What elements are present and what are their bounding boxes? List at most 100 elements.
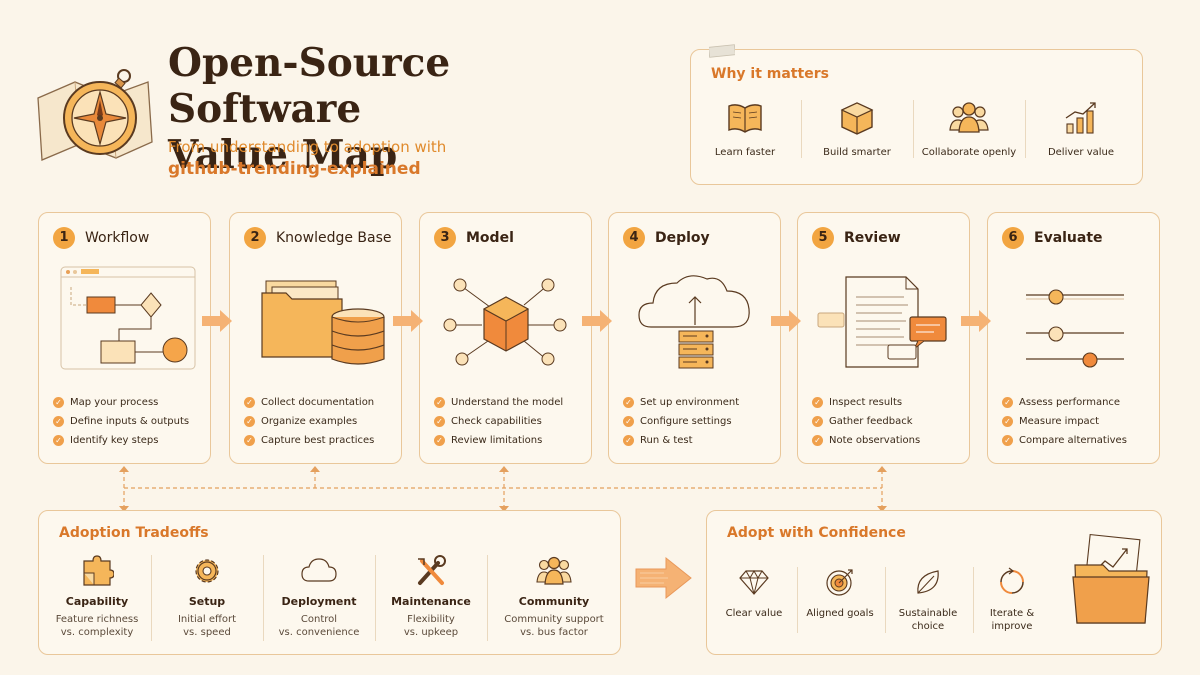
tradeoff-setup: Setup Initial effort vs. speed (151, 555, 263, 639)
bullet-item: ✓Run & test (623, 431, 739, 450)
why-item-collaborate: Collaborate openly (917, 100, 1021, 159)
bullet-item: ✓Configure settings (623, 412, 739, 431)
people-icon (536, 556, 572, 585)
step-title: Knowledge Base (276, 230, 392, 246)
step-number: 5 (812, 227, 834, 249)
cube-icon (840, 102, 874, 135)
tape-icon (709, 44, 735, 58)
arrow-right-icon (582, 310, 612, 332)
check-icon: ✓ (1002, 435, 1013, 446)
why-item-learn: Learn faster (693, 100, 797, 159)
bullet-item: ✓Define inputs & outputs (53, 412, 189, 431)
step-title: Model (466, 230, 514, 246)
model-cube-network-icon (443, 278, 567, 366)
bullet-item: ✓Compare alternatives (1002, 431, 1127, 450)
tradeoff-desc-1: Flexibility (407, 614, 455, 625)
divider (1025, 100, 1026, 158)
page-title: Open-Source Software Value Map (168, 40, 638, 178)
bullet-item: ✓Collect documentation (244, 393, 374, 412)
check-icon: ✓ (53, 397, 64, 408)
divider (375, 555, 376, 641)
document-feedback-icon (817, 276, 947, 368)
bullet-item: ✓Note observations (812, 431, 920, 450)
title-line-2: Value Map (168, 132, 398, 178)
tradeoff-desc-1: Community support (504, 614, 604, 625)
tradeoff-name: Deployment (281, 595, 357, 608)
step-number: 1 (53, 227, 75, 249)
title-line-1: Open-Source Software (168, 40, 451, 132)
bullet-item: ✓Identify key steps (53, 431, 189, 450)
bullet-list: ✓Set up environment ✓Configure settings … (623, 393, 739, 450)
divider (913, 100, 914, 158)
confidence-label: Sustainable choice (898, 608, 958, 632)
diamond-icon (739, 569, 769, 595)
check-icon: ✓ (434, 435, 445, 446)
step-number: 4 (623, 227, 645, 249)
tradeoff-desc-1: Initial effort (177, 614, 237, 625)
step-title: Review (844, 230, 901, 246)
confidence-item-aligned-goals: Aligned goals (797, 567, 883, 620)
tradeoff-desc-2: vs. bus factor (520, 627, 588, 638)
confidence-item-clear-value: Clear value (711, 567, 797, 620)
tradeoff-name: Maintenance (391, 595, 471, 608)
tradeoff-desc-1: Control (300, 614, 338, 625)
sliders-icon (1026, 289, 1124, 368)
check-icon: ✓ (812, 416, 823, 427)
folder-chart-icon (1072, 533, 1150, 624)
big-arrow-right-icon (635, 556, 692, 600)
bar-growth-icon (1065, 102, 1096, 134)
tools-icon (418, 555, 446, 585)
bullet-list: ✓Assess performance ✓Measure impact ✓Com… (1002, 393, 1127, 450)
check-icon: ✓ (1002, 397, 1013, 408)
confidence-label: Iterate & improve (989, 608, 1035, 632)
check-icon: ✓ (244, 397, 255, 408)
step-number: 6 (1002, 227, 1024, 249)
tradeoffs-title: Adoption Tradeoffs (59, 525, 209, 541)
check-icon: ✓ (1002, 416, 1013, 427)
divider (487, 555, 488, 641)
adoption-tradeoffs-panel: Adoption Tradeoffs Capability Feature ri… (38, 510, 621, 655)
confidence-label: Aligned goals (806, 608, 874, 619)
step-header: 3 Model (434, 227, 514, 249)
confidence-item-sustainable: Sustainable choice (885, 567, 971, 633)
tradeoff-desc-2: vs. upkeep (403, 627, 459, 638)
target-icon (826, 569, 853, 596)
step-header: 4 Deploy (623, 227, 710, 249)
step-number: 3 (434, 227, 456, 249)
bullet-list: ✓Map your process ✓Define inputs & outpu… (53, 393, 189, 450)
bullet-list: ✓Collect documentation ✓Organize example… (244, 393, 374, 450)
gear-icon (195, 559, 219, 583)
why-label-learn: Learn faster (714, 147, 776, 158)
bullet-item: ✓Capture best practices (244, 431, 374, 450)
compass-map-icon (37, 69, 153, 161)
step-card-knowledge-base: 2 Knowledge Base ✓Collect documentation … (229, 212, 402, 464)
bullet-item: ✓Organize examples (244, 412, 374, 431)
check-icon: ✓ (244, 416, 255, 427)
step-header: 6 Evaluate (1002, 227, 1103, 249)
check-icon: ✓ (623, 435, 634, 446)
subtitle-project-name: github-trending-explained (168, 159, 421, 179)
step-number: 2 (244, 227, 266, 249)
folder-database-icon (261, 280, 385, 365)
bullet-list: ✓Inspect results ✓Gather feedback ✓Note … (812, 393, 920, 450)
cloud-icon (301, 558, 337, 582)
tradeoff-name: Community (518, 595, 590, 608)
tradeoff-community: Community Community support vs. bus fact… (489, 555, 619, 639)
subtitle: From understanding to adoption with (168, 138, 447, 156)
puzzle-icon (83, 555, 115, 586)
check-icon: ✓ (53, 416, 64, 427)
check-icon: ✓ (244, 435, 255, 446)
tradeoff-desc-2: vs. speed (183, 627, 231, 638)
workflow-diagram-icon (60, 266, 196, 370)
tradeoff-desc-1: Feature richness (55, 614, 139, 625)
tradeoff-desc-2: vs. complexity (60, 627, 134, 638)
step-card-evaluate: 6 Evaluate ✓Assess performance ✓Measure … (987, 212, 1160, 464)
tradeoff-deployment: Deployment Control vs. convenience (263, 555, 375, 639)
why-title: Why it matters (711, 66, 829, 82)
bullet-list: ✓Understand the model ✓Check capabilitie… (434, 393, 563, 450)
arrow-right-icon (771, 310, 801, 332)
dashed-connectors (119, 466, 887, 512)
tradeoff-name: Capability (65, 595, 129, 608)
bullet-item: ✓Assess performance (1002, 393, 1127, 412)
why-item-deliver: Deliver value (1029, 100, 1133, 159)
